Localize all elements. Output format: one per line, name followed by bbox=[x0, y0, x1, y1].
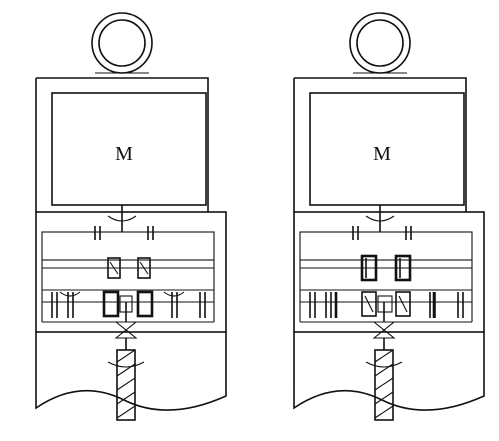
gear-block-left-stage3 bbox=[59, 290, 185, 318]
winch-diagram-left: M bbox=[35, 12, 227, 421]
gear-block-right-stage3 bbox=[334, 291, 436, 318]
gear-block-right-stage2 bbox=[360, 254, 412, 282]
motor-label-right: M bbox=[373, 143, 391, 165]
winch-diagram-right: M bbox=[293, 12, 485, 421]
motor-label-left: M bbox=[115, 143, 133, 165]
gear-block-left-stage2 bbox=[107, 257, 151, 279]
